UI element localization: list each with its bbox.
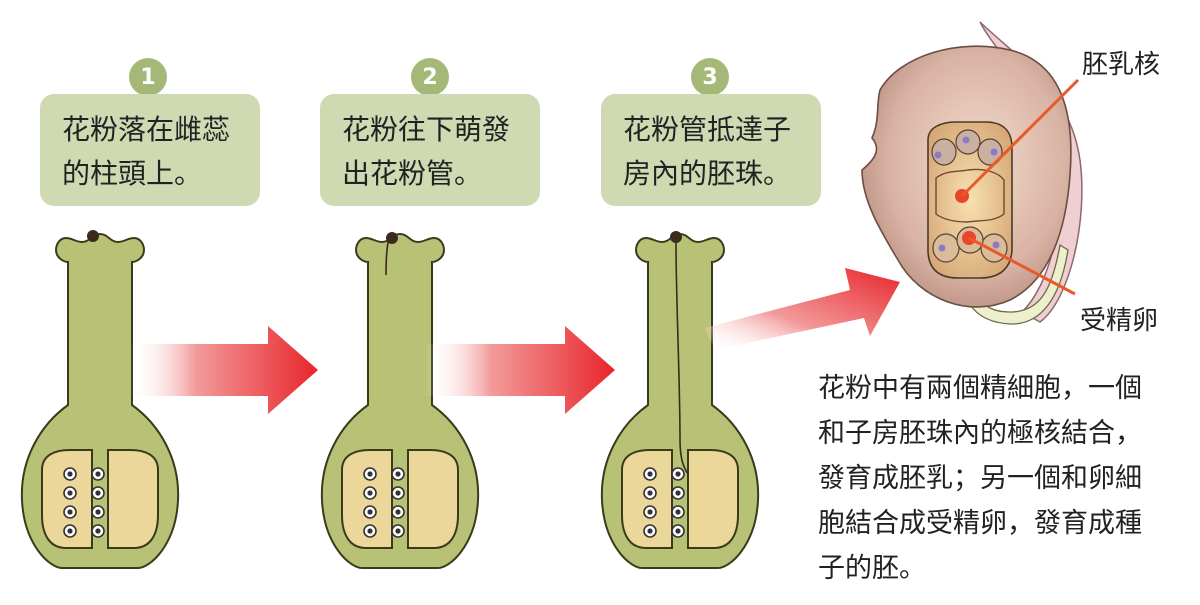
- zygote-leader: [968, 236, 1076, 296]
- pistil-step-1: [20, 230, 180, 569]
- step-box-3: 花粉管抵達子 房內的胚珠。: [601, 94, 821, 206]
- polar-nuclei-leader: [960, 78, 1080, 198]
- pistil-step-3: [600, 231, 760, 569]
- description-line-4: 胞結合成受精卵，發育成種: [818, 508, 1142, 539]
- pollen-tube: [675, 241, 689, 475]
- step-number-3: 3: [691, 58, 729, 96]
- description-line-2: 和子房胚珠內的極核結合，: [818, 418, 1142, 449]
- step-number-1: 1: [129, 58, 167, 96]
- pollen-grain: [670, 231, 682, 243]
- label-zygote: 受精卵: [1080, 306, 1159, 336]
- description-line-5: 子的胚。: [818, 553, 926, 584]
- label-polar-nuclei: 胚乳核: [1082, 50, 1161, 80]
- pollen-grain: [87, 230, 99, 242]
- ovule-enlarged: [861, 21, 1083, 325]
- step-box-2: 花粉往下萌發 出花粉管。: [320, 94, 540, 206]
- step-2-line-1: 花粉往下萌發: [342, 113, 511, 146]
- pollen-tube: [385, 241, 389, 276]
- step-1-line-2: 的柱頭上。: [62, 157, 203, 190]
- arrow-diagonal: [705, 268, 900, 350]
- pistil-step-2: [320, 232, 480, 569]
- arrow-right-2: [425, 326, 615, 414]
- arrow-right-1: [130, 326, 318, 414]
- step-2-line-2: 出花粉管。: [342, 157, 483, 190]
- step-box-1: 花粉落在雌蕊 的柱頭上。: [40, 94, 260, 206]
- description-text: 花粉中有兩個精細胞，一個 和子房胚珠內的極核結合， 發育成胚乳；另一個和卵細 胞…: [818, 366, 1190, 591]
- step-3-line-2: 房內的胚珠。: [623, 157, 792, 190]
- step-number-2: 2: [411, 58, 449, 96]
- step-3-line-1: 花粉管抵達子: [623, 113, 792, 146]
- pollen-grain: [386, 232, 398, 244]
- description-line-1: 花粉中有兩個精細胞，一個: [818, 373, 1142, 404]
- description-line-3: 發育成胚乳；另一個和卵細: [818, 463, 1142, 494]
- step-1-line-1: 花粉落在雌蕊: [62, 113, 231, 146]
